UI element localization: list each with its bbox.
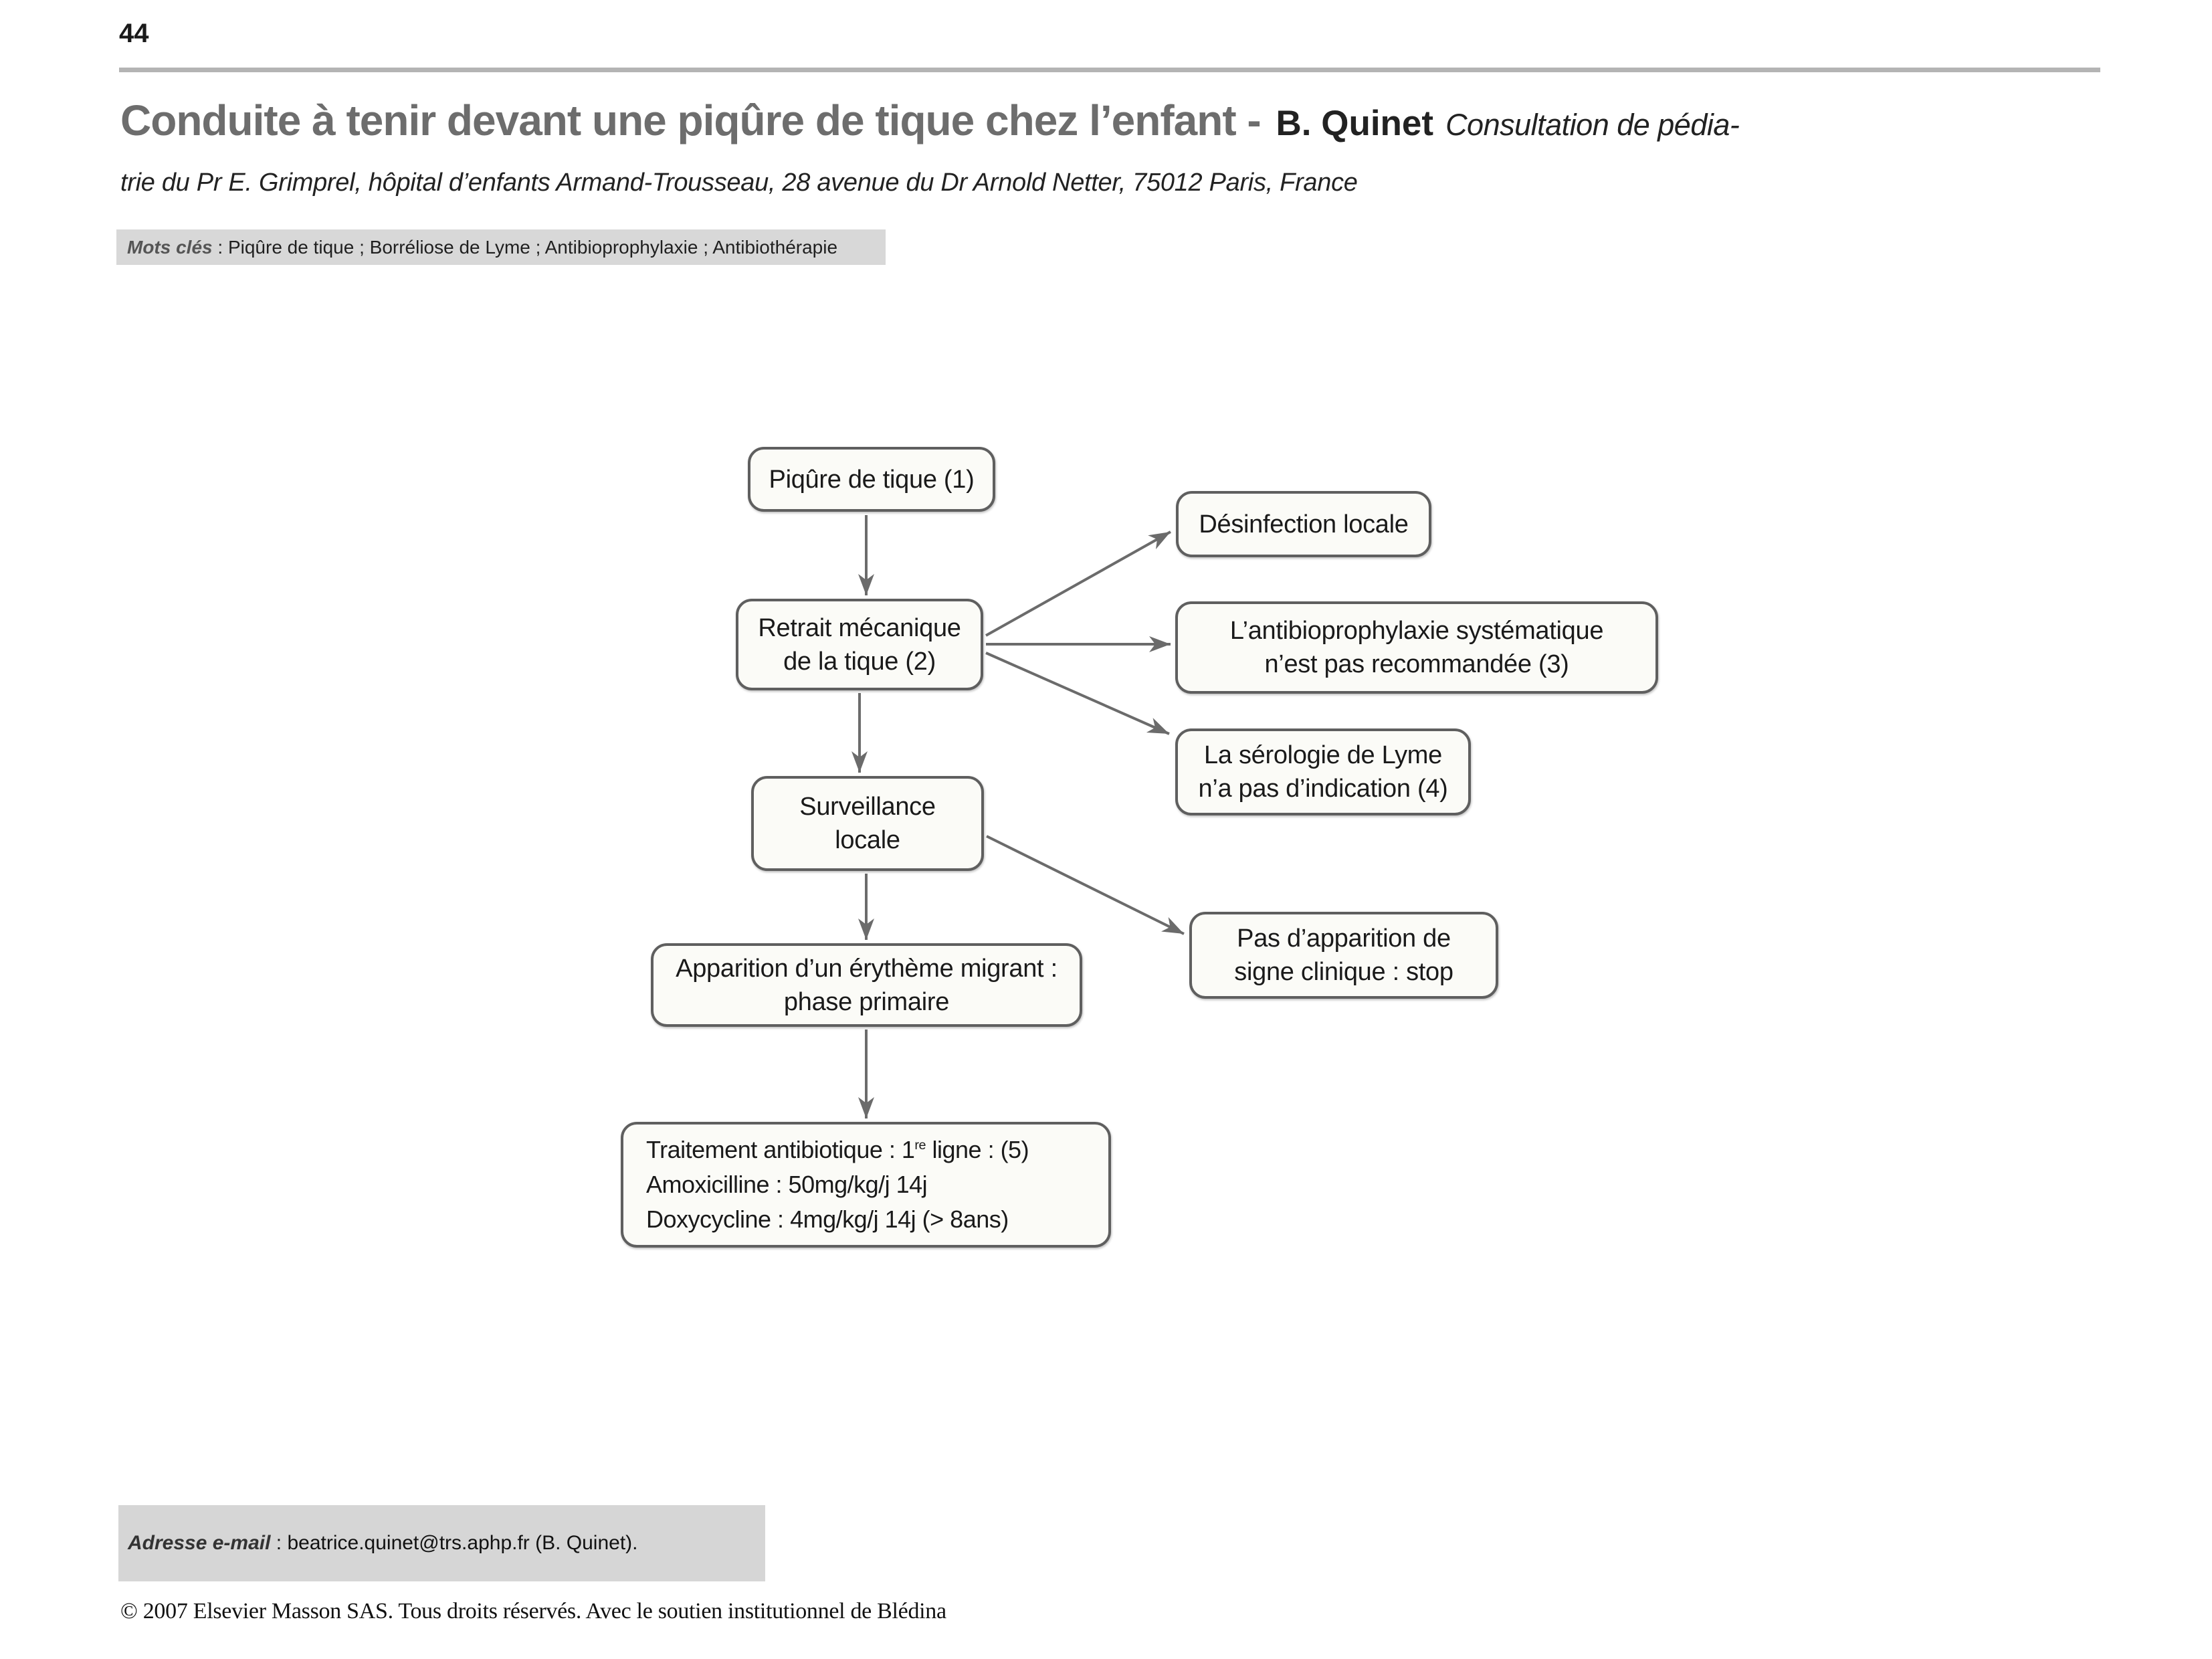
flow-box-no-sign-line1: Pas d’apparition de — [1237, 924, 1451, 953]
flow-box-no-sign-line2: signe clinique : stop — [1234, 958, 1453, 986]
flow-box-surveillance-line1: Surveillance — [799, 793, 936, 821]
arrow-removal-to-serology — [985, 652, 1170, 735]
flow-box-prophylaxis-line1: L’antibioprophylaxie systématique — [1229, 617, 1604, 645]
article-affiliation-start: Consultation de pédia- — [1445, 108, 1740, 142]
arrow-surveillance-to-nosign — [986, 835, 1185, 935]
keywords-separator: : — [212, 236, 228, 258]
flow-box-treatment-line1: Traitement antibiotique : 1re ligne : (5… — [646, 1133, 1029, 1167]
copyright-line: © 2007 Elsevier Masson SAS. Tous droits … — [120, 1599, 946, 1624]
flow-box-removal-line2: de la tique (2) — [783, 647, 936, 676]
flow-box-removal-line1: Retrait mécanique — [758, 613, 961, 642]
flow-box-no-sign: Pas d’apparition de signe clinique : sto… — [1189, 912, 1498, 999]
header-rule — [119, 68, 2100, 72]
flow-box-surveillance: Surveillance locale — [751, 776, 984, 871]
flow-box-tick-bite: Piqûre de tique (1) — [748, 447, 995, 512]
flow-box-erythema-line2: phase primaire — [783, 987, 950, 1016]
arrow-removal-to-disinfection — [985, 530, 1171, 637]
article-affiliation-continued: trie du Pr E. Grimprel, hôpital d’enfant… — [120, 169, 1358, 197]
flow-box-prophylaxis: L’antibioprophylaxie systématique n’est … — [1175, 601, 1658, 694]
flow-box-treatment-line2: Amoxicilline : 50mg/kg/j 14j — [646, 1171, 928, 1198]
flow-box-treatment-line1-pre: Traitement antibiotique : 1 — [646, 1136, 915, 1163]
flow-box-serology: La sérologie de Lyme n’a pas d’indicatio… — [1175, 728, 1471, 815]
article-title-text: Conduite à tenir devant une piqûre de ti… — [120, 96, 1272, 144]
page-number: 44 — [119, 19, 149, 48]
email-label: Adresse e-mail — [128, 1532, 271, 1554]
keywords-bar: Mots clés : Piqûre de tique ; Borréliose… — [116, 229, 886, 265]
email-text: beatrice.quinet@trs.aphp.fr (B. Quinet). — [287, 1532, 638, 1554]
article-title: Conduite à tenir devant une piqûre de ti… — [120, 99, 2127, 142]
flow-box-surveillance-line2: locale — [835, 826, 900, 854]
email-bar: Adresse e-mail : beatrice.quinet@trs.aph… — [118, 1505, 765, 1581]
article-author: B. Quinet — [1276, 104, 1434, 143]
flow-box-disinfection-text: Désinfection locale — [1199, 510, 1409, 539]
flow-box-tick-bite-text: Piqûre de tique (1) — [769, 465, 975, 494]
flow-box-erythema: Apparition d’un érythème migrant : phase… — [651, 943, 1082, 1027]
flow-box-treatment-line3: Doxycycline : 4mg/kg/j 14j (> 8ans) — [646, 1205, 1009, 1233]
keywords-text: Piqûre de tique ; Borréliose de Lyme ; A… — [227, 236, 838, 258]
flow-box-removal: Retrait mécanique de la tique (2) — [736, 599, 983, 690]
flow-box-erythema-line1: Apparition d’un érythème migrant : — [676, 954, 1058, 983]
flow-box-serology-line2: n’a pas d’indication (4) — [1198, 775, 1448, 803]
email-separator: : — [270, 1532, 288, 1554]
flow-box-treatment-line1-post: ligne : (5) — [926, 1136, 1029, 1163]
flow-box-disinfection: Désinfection locale — [1176, 491, 1431, 557]
flow-box-treatment: Traitement antibiotique : 1re ligne : (5… — [621, 1122, 1111, 1248]
flow-box-serology-line1: La sérologie de Lyme — [1204, 741, 1442, 769]
keywords-label: Mots clés — [127, 236, 213, 258]
flow-box-prophylaxis-line2: n’est pas recommandée (3) — [1264, 650, 1569, 678]
flow-box-treatment-line1-sup: re — [914, 1138, 926, 1153]
